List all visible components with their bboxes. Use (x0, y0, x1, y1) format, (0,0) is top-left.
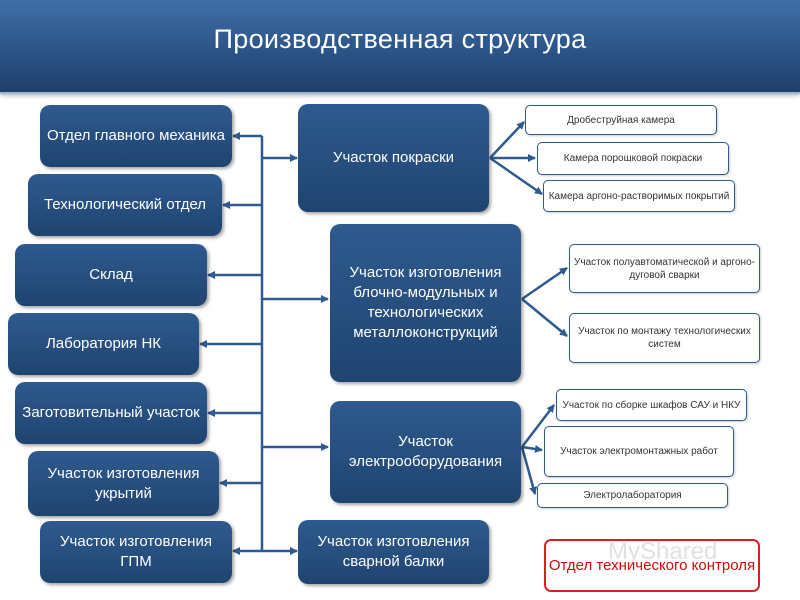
left-unit-gpm: Участок изготовления ГПМ (40, 521, 232, 583)
watermark: MyShared (608, 538, 718, 565)
sub-unit-cabinets: Участок по сборке шкафов САУ и НКУ (556, 389, 747, 421)
sub-unit-powder-paint: Камера порошковой покраски (537, 142, 729, 175)
arrow-metal-2 (521, 298, 568, 337)
arrow-electro-2 (521, 445, 543, 453)
arrow-paint-1 (489, 121, 525, 159)
arrow-electro-3 (520, 446, 537, 495)
left-unit-chief-mechanic: Отдел главного механика (40, 105, 232, 167)
center-unit-painting: Участок покраски (298, 104, 489, 212)
title-bar: Производственная структура (0, 0, 800, 94)
left-unit-warehouse: Склад (15, 244, 207, 306)
sub-unit-systems-assembly: Участок по монтажу технологических систе… (569, 313, 760, 363)
left-unit-covers: Участок изготовления укрытий (28, 451, 219, 516)
sub-unit-electrical-installation: Участок электромонтажных работ (544, 426, 734, 477)
quality-control-box: Отдел технического контроля (544, 539, 760, 592)
arrow-metal-1 (521, 266, 568, 301)
sub-unit-electrolab: Электролаборатория (537, 483, 728, 508)
center-unit-metal-structures: Участок изготовления блочно-модульных и … (330, 224, 521, 382)
arrow-paint-3 (489, 156, 543, 196)
center-unit-welded-beam: Участок изготовления сварной балки (298, 520, 489, 584)
left-unit-procurement: Заготовительный участок (15, 382, 207, 444)
left-unit-technology: Технологический отдел (28, 174, 222, 236)
sub-unit-welding: Участок полуавтоматической и аргоно-дуго… (569, 244, 760, 293)
sub-unit-shot-blast: Дробеструйная камера (525, 105, 717, 135)
page-title: Производственная структура (213, 24, 587, 54)
arrow-electro-1 (521, 404, 555, 448)
sub-unit-argon-coating: Камера аргоно-растворимых покрытий (543, 180, 735, 212)
left-unit-ndt-lab: Лаборатория НК (8, 313, 199, 375)
center-unit-electrical: Участок электрооборудования (330, 401, 521, 503)
